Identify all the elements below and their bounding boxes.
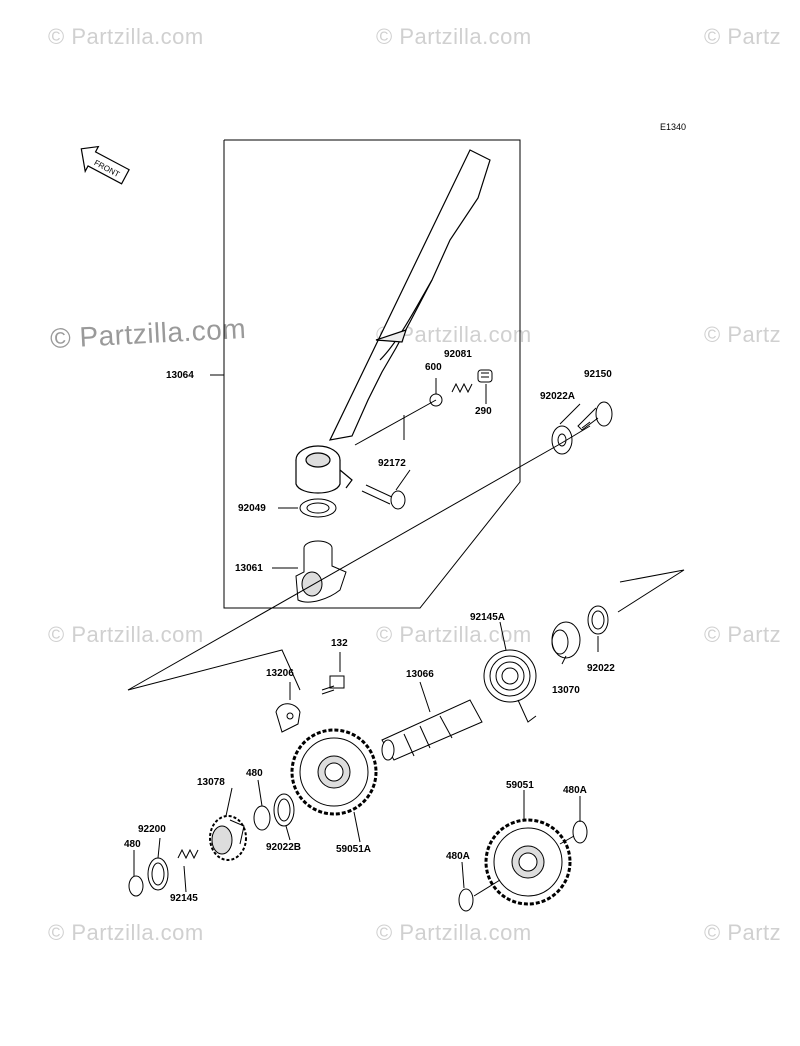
part-label[interactable]: 92022A [540,391,576,402]
part-label[interactable]: 132 [331,638,348,649]
part-480A-circlip [572,820,588,844]
part-label[interactable]: 290 [475,406,492,417]
part-92022B-washer [273,793,295,827]
part-92049-seal [299,498,337,518]
watermark: © Partz [704,322,782,347]
part-label[interactable]: 92022 [587,663,615,674]
watermark: © Partzilla.com [48,24,204,49]
part-label[interactable]: 92145A [470,612,506,623]
part-92172-bolt [361,484,406,510]
part-label[interactable]: 13206 [266,668,294,679]
part-label[interactable]: 13064 [166,370,194,381]
part-label[interactable]: 92145 [170,893,198,904]
watermark: © Partzilla.com [376,24,532,49]
part-label[interactable]: 480 [124,839,141,850]
part-label[interactable]: 480 [246,768,263,779]
watermark: © Partzilla.com [376,920,532,945]
watermark: © Partz [704,920,782,945]
part-59051A-gear [290,728,378,816]
part-label[interactable]: 92200 [138,824,166,835]
part-label[interactable]: 13070 [552,685,580,696]
part-label[interactable]: 92172 [378,458,406,469]
group-box [223,139,521,609]
watermark: © Partz [704,24,782,49]
part-13070-collar [551,621,581,659]
watermark: © Partzilla.com [48,622,204,647]
part-label[interactable]: 480A [563,785,587,796]
part-label[interactable]: 59051 [506,780,534,791]
part-13061-holder [295,540,347,603]
part-92081-spring [451,382,473,394]
part-13078-ratchet [209,815,247,861]
part-59051-gear [484,818,572,906]
part-92150-bolt [577,401,613,431]
part-92145-spring [177,848,199,860]
part-label[interactable]: 480A [446,851,470,862]
part-label[interactable]: 92081 [444,349,472,360]
part-label[interactable]: 92150 [584,369,612,380]
front-arrow-icon: FRONT [80,145,130,185]
part-480-circlip-lower [128,875,144,897]
part-label[interactable]: 13061 [235,563,263,574]
part-label[interactable]: 600 [425,362,442,373]
part-92022-washer [587,605,609,635]
part-label[interactable]: 13078 [197,777,225,788]
part-13066-shaft [381,699,483,761]
part-label[interactable]: 59051A [336,844,372,855]
watermark: © Partz [704,622,782,647]
part-label[interactable]: 92022B [266,842,302,853]
part-label[interactable]: 13066 [406,669,434,680]
kick-lever [295,149,491,494]
part-290-plug [477,369,493,383]
part-480A-circlip-lower [458,888,474,912]
diagram-code: E1340 [660,122,687,132]
watermark: © Partzilla.com [376,622,532,647]
watermark: © Partzilla.com [48,920,204,945]
part-480-circlip [253,805,271,831]
part-label[interactable]: 92049 [238,503,266,514]
part-132-bolt [321,675,345,695]
part-92145A-spring [483,649,537,723]
part-92022A-washer [551,425,573,455]
